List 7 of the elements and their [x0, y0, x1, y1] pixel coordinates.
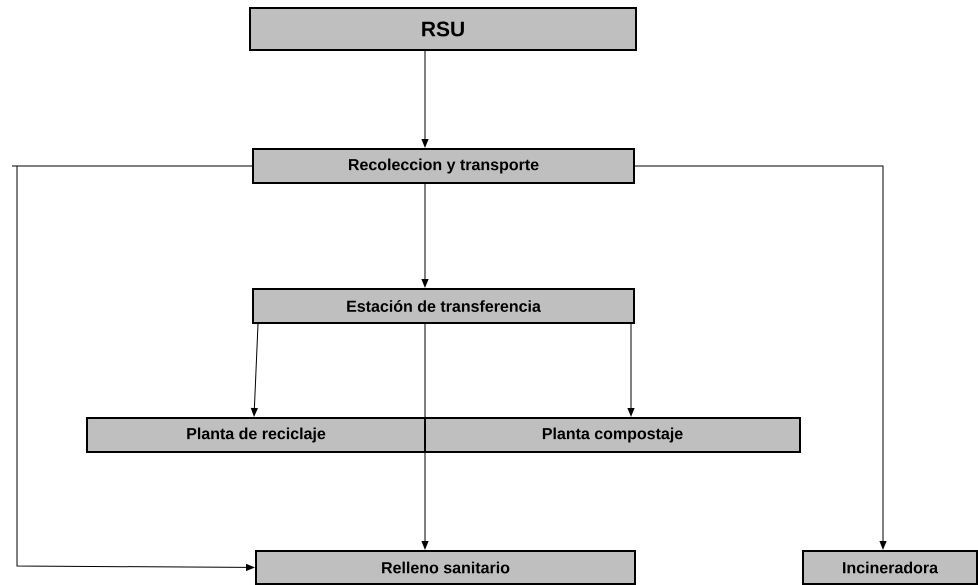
process-box: RSU: [249, 7, 637, 51]
process-box: Planta de reciclaje: [86, 417, 426, 453]
process-box: Estación de transferencia: [252, 288, 635, 324]
process-box: Recoleccion y transporte: [252, 148, 635, 184]
process-box: Planta compostaje: [424, 417, 801, 453]
process-box: Relleno sanitario: [255, 550, 636, 585]
process-box: Incineradora: [802, 550, 978, 585]
